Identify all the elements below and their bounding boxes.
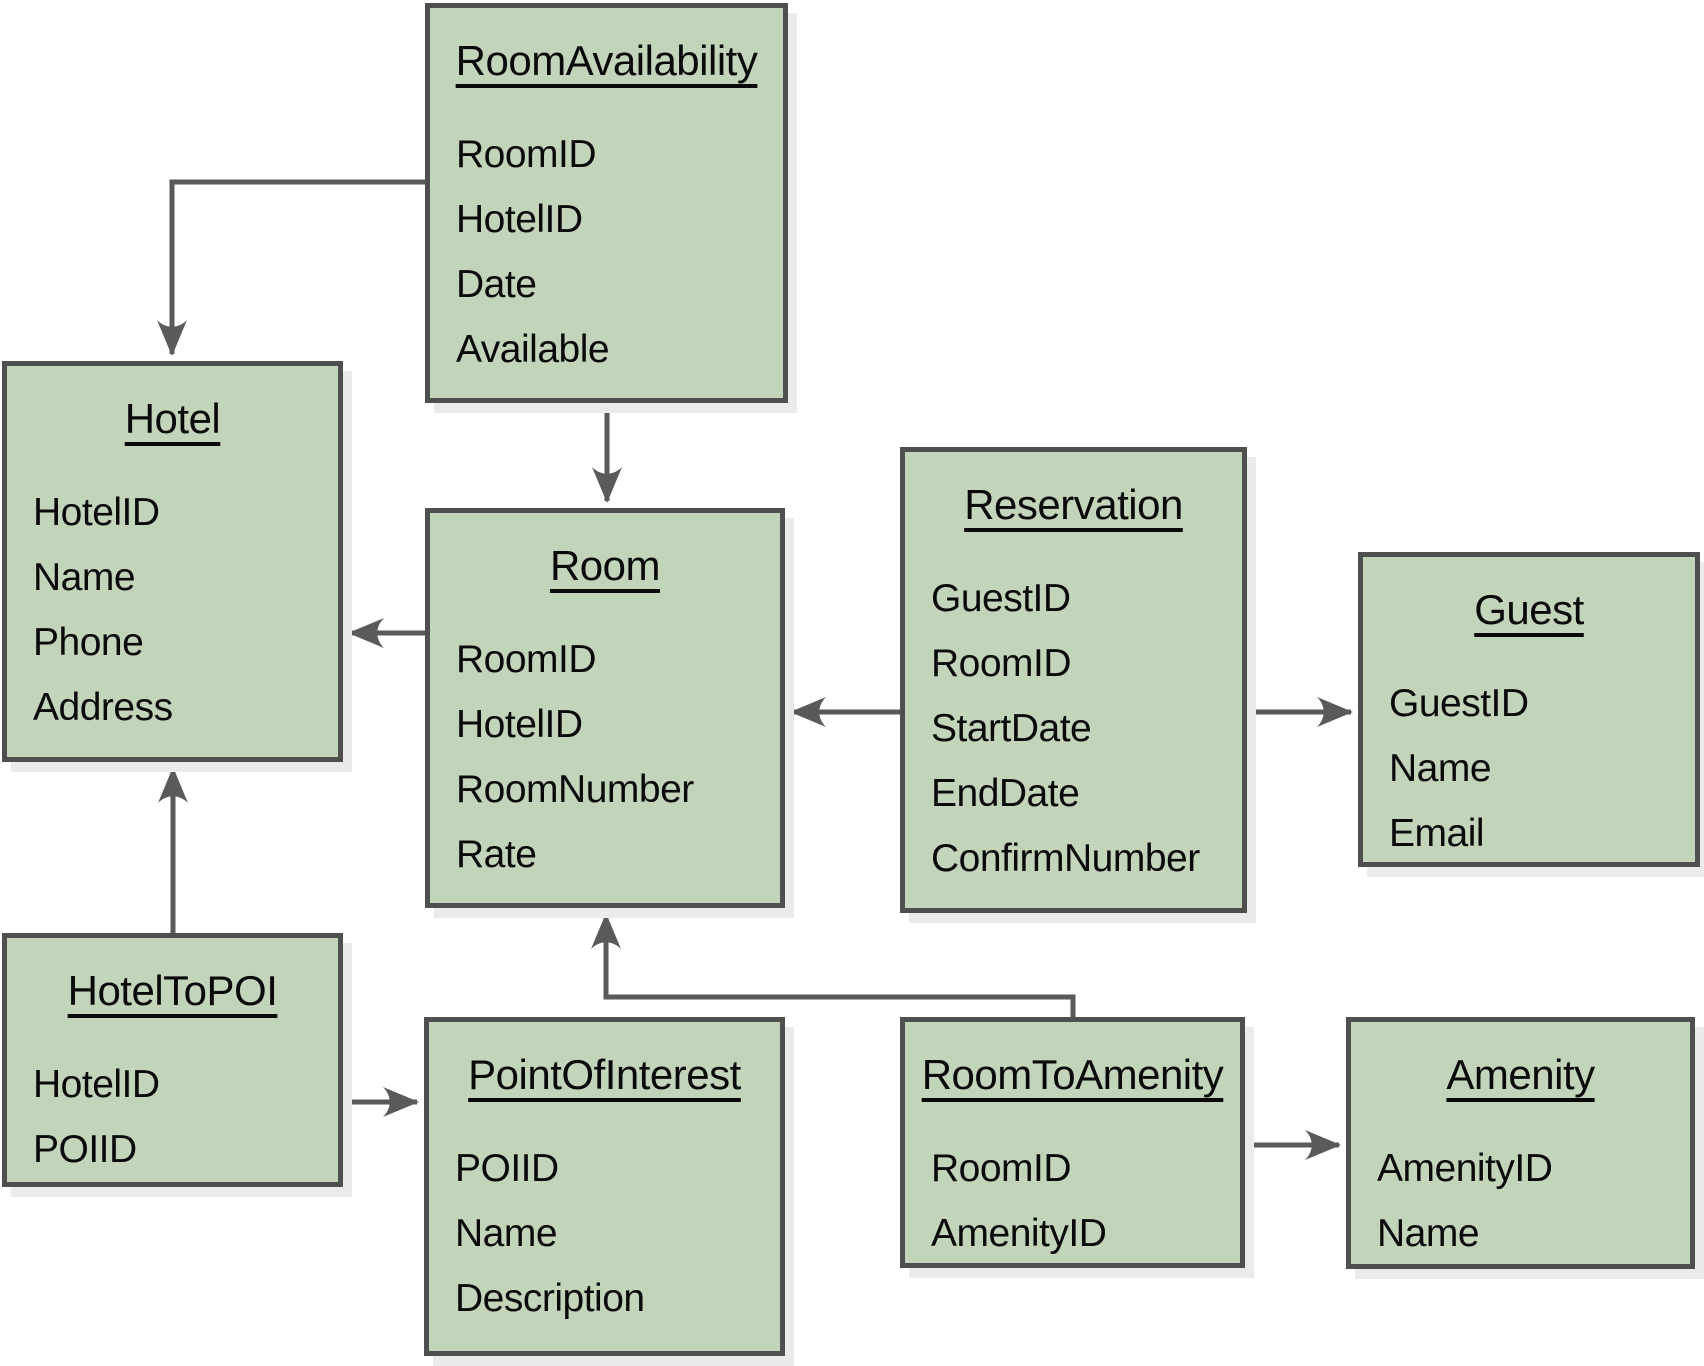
field-guest-name: Name (1389, 747, 1492, 790)
field-roomavailability-roomid: RoomID (456, 133, 597, 176)
field-hoteltopoi-hotelid: HotelID (33, 1063, 160, 1106)
entity-title-hotel: Hotel (124, 395, 221, 442)
field-room-roomnumber: RoomNumber (456, 768, 694, 811)
entity-reservation: Reservation GuestID RoomID StartDate End… (900, 447, 1247, 913)
field-roomavailability-hotelid: HotelID (456, 198, 583, 241)
field-reservation-confirmnumber: ConfirmNumber (931, 837, 1200, 880)
entity-pointofinterest: PointOfInterest POIID Name Description (424, 1017, 785, 1356)
field-hotel-name: Name (33, 556, 136, 599)
field-amenity-amenityid: AmenityID (1377, 1147, 1553, 1190)
field-room-roomid: RoomID (456, 638, 597, 681)
connector-roomavailability-to-hotel (157, 179, 425, 356)
field-amenity-name: Name (1377, 1212, 1480, 1255)
entity-amenity: Amenity AmenityID Name (1346, 1017, 1695, 1269)
field-pointofinterest-name: Name (455, 1212, 558, 1255)
field-guest-email: Email (1389, 812, 1485, 855)
field-hotel-hotelid: HotelID (33, 491, 160, 534)
field-hotel-phone: Phone (33, 621, 144, 664)
entity-title-reservation: Reservation (964, 481, 1183, 528)
entity-roomavailability: RoomAvailability RoomID HotelID Date Ava… (425, 3, 788, 403)
field-reservation-roomid: RoomID (931, 642, 1072, 685)
connector-roomtoamenity-to-room (591, 913, 1076, 1017)
entity-hotel: Hotel HotelID Name Phone Address (2, 361, 343, 762)
entity-title-room: Room (549, 542, 661, 589)
entity-guest: Guest GuestID Name Email (1358, 552, 1700, 867)
entity-hoteltopoi: HotelToPOI HotelID POIID (2, 933, 343, 1187)
field-pointofinterest-description: Description (455, 1277, 645, 1320)
entity-title-guest: Guest (1474, 586, 1584, 633)
field-room-hotelid: HotelID (456, 703, 583, 746)
field-hotel-address: Address (33, 686, 173, 729)
entity-room: Room RoomID HotelID RoomNumber Rate (425, 508, 785, 908)
field-roomtoamenity-roomid: RoomID (931, 1147, 1072, 1190)
field-room-rate: Rate (456, 833, 537, 876)
entity-roomtoamenity: RoomToAmenity RoomID AmenityID (900, 1017, 1245, 1268)
entity-title-hoteltopoi: HotelToPOI (67, 967, 278, 1014)
field-roomtoamenity-amenityid: AmenityID (931, 1212, 1107, 1255)
field-roomavailability-date: Date (456, 263, 537, 306)
field-reservation-enddate: EndDate (931, 772, 1080, 815)
field-reservation-guestid: GuestID (931, 577, 1071, 620)
field-hoteltopoi-poiid: POIID (33, 1128, 137, 1171)
field-pointofinterest-poiid: POIID (455, 1147, 559, 1190)
field-guest-guestid: GuestID (1389, 682, 1529, 725)
field-reservation-startdate: StartDate (931, 707, 1092, 750)
field-roomavailability-available: Available (456, 328, 610, 371)
entity-title-roomtoamenity: RoomToAmenity (921, 1051, 1224, 1098)
entity-title-roomavailability: RoomAvailability (455, 37, 758, 84)
entity-title-amenity: Amenity (1446, 1051, 1595, 1098)
entity-title-pointofinterest: PointOfInterest (468, 1051, 741, 1098)
